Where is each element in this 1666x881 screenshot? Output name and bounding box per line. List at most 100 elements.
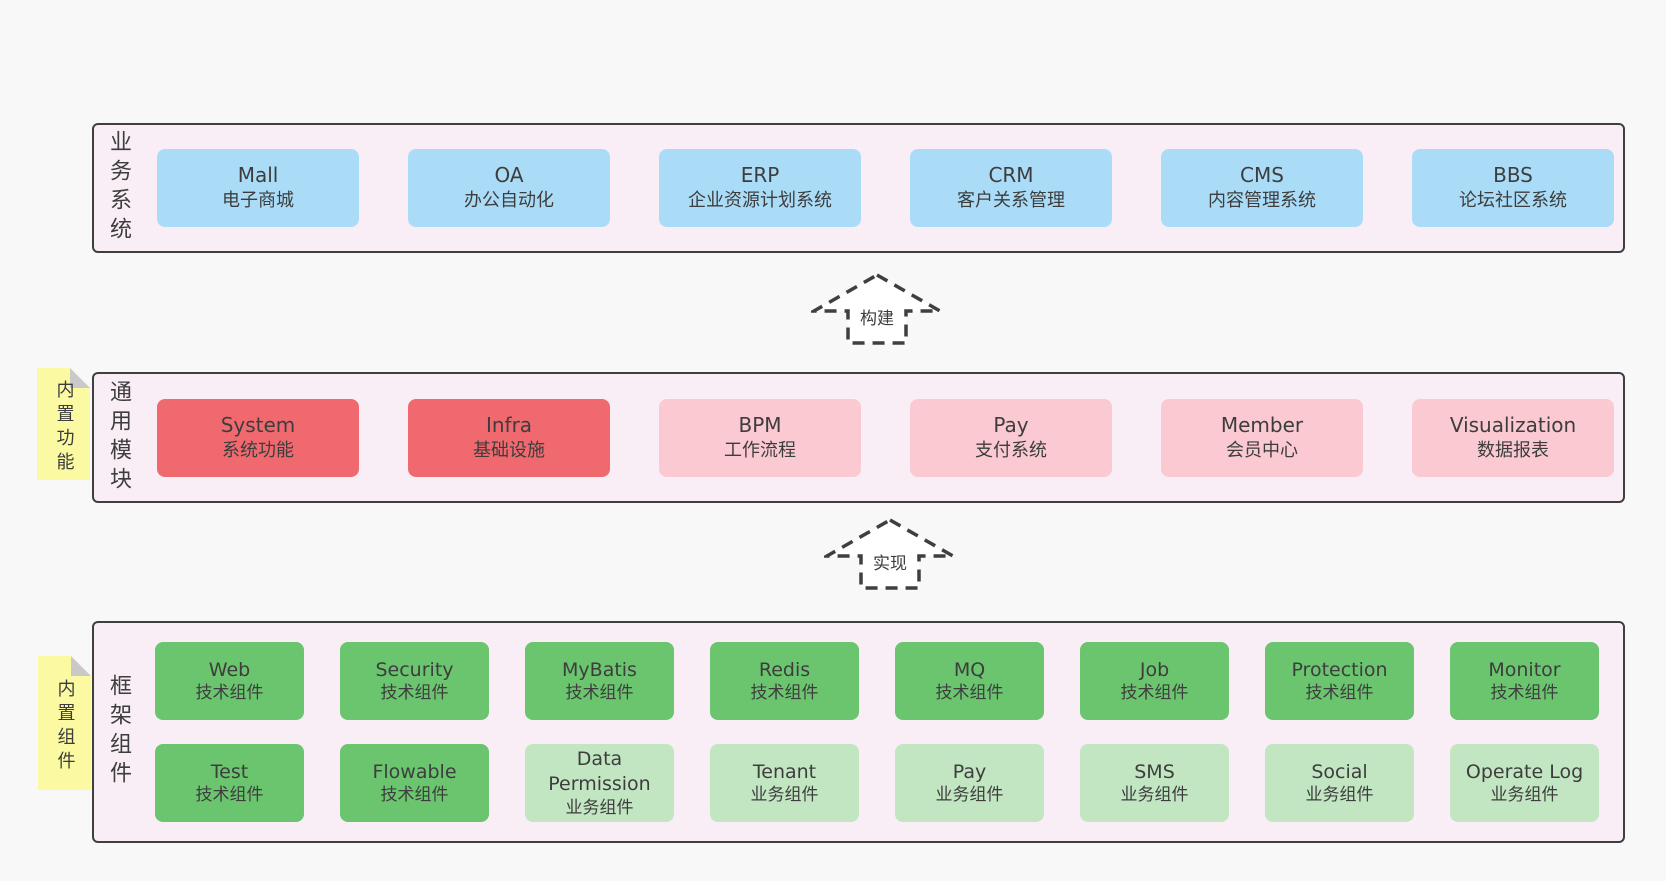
box-name: Job — [1139, 658, 1170, 681]
box-subtitle: 技术组件 — [750, 683, 819, 704]
box-name: CRM — [988, 163, 1034, 188]
box-subtitle: 电子商城 — [222, 190, 294, 212]
box-name: Data Permission — [548, 748, 651, 795]
box-name: MQ — [953, 658, 986, 681]
box-name: Pay — [993, 412, 1029, 437]
box-name: Security — [375, 658, 454, 681]
box-subtitle: 系统功能 — [222, 439, 294, 461]
box-subtitle: 内容管理系统 — [1208, 190, 1316, 212]
box-subtitle: 企业资源计划系统 — [688, 190, 832, 212]
box-name: CMS — [1240, 163, 1284, 188]
box-subtitle: 业务组件 — [935, 785, 1004, 806]
box-name: Pay — [952, 760, 987, 783]
box-subtitle: 业务组件 — [1305, 785, 1374, 806]
box-subtitle: 技术组件 — [195, 683, 264, 704]
sticky-note-built-in-components: 内置组件 — [38, 656, 91, 790]
arrow-build-label: 构建 — [857, 308, 897, 331]
box-name: Infra — [485, 412, 533, 437]
box-name: Test — [210, 760, 249, 783]
layer-label-framework-components: 框架组件 — [106, 674, 131, 790]
box-subtitle: 技术组件 — [195, 785, 264, 806]
box-subtitle: 客户关系管理 — [957, 190, 1065, 212]
arrow-implement-label: 实现 — [870, 553, 910, 576]
sticky-note-icon — [37, 368, 90, 480]
box-subtitle: 数据报表 — [1477, 439, 1549, 461]
box-name: System — [220, 412, 296, 437]
arrow-build: 构建 — [807, 272, 947, 346]
box-subtitle: 技术组件 — [1490, 683, 1559, 704]
box-name: Protection — [1291, 658, 1388, 681]
sticky-note-built-in-functions: 内置功能 — [37, 368, 90, 480]
sticky-note-icon — [38, 656, 91, 790]
box-subtitle: 会员中心 — [1226, 439, 1298, 461]
box-subtitle: 技术组件 — [565, 683, 634, 704]
box-subtitle: 业务组件 — [1490, 785, 1559, 806]
layer-label-common-modules: 通用模块 — [106, 379, 131, 496]
box-subtitle: 工作流程 — [724, 439, 796, 461]
box-subtitle: 论坛社区系统 — [1459, 190, 1567, 212]
box-name: Mall — [237, 163, 279, 188]
box-name: MyBatis — [562, 658, 637, 681]
box-subtitle: 技术组件 — [1305, 683, 1374, 704]
box-subtitle: 支付系统 — [975, 439, 1047, 461]
box-subtitle: 基础设施 — [473, 439, 545, 461]
box-subtitle: 技术组件 — [380, 785, 449, 806]
layer-label-business-systems: 业务系统 — [106, 130, 131, 246]
box-name: ERP — [740, 163, 780, 188]
box-subtitle: 技术组件 — [1120, 683, 1189, 704]
box-subtitle: 技术组件 — [935, 683, 1004, 704]
box-name: Social — [1311, 760, 1368, 783]
box-name: Member — [1220, 412, 1304, 437]
box-subtitle: 业务组件 — [565, 797, 634, 818]
box-name: Web — [208, 658, 251, 681]
box-name: Redis — [758, 658, 811, 681]
box-subtitle: 办公自动化 — [464, 190, 554, 212]
box-subtitle: 技术组件 — [380, 683, 449, 704]
box-name: BPM — [738, 412, 782, 437]
box-subtitle: 业务组件 — [750, 785, 819, 806]
box-name: Operate Log — [1465, 760, 1584, 783]
box-name: Monitor — [1488, 658, 1561, 681]
box-subtitle: 业务组件 — [1120, 785, 1189, 806]
box-name: OA — [494, 163, 524, 188]
box-name: Flowable — [372, 760, 457, 783]
sticky-note-text: 内置功能 — [53, 380, 75, 476]
box-name: SMS — [1134, 760, 1175, 783]
